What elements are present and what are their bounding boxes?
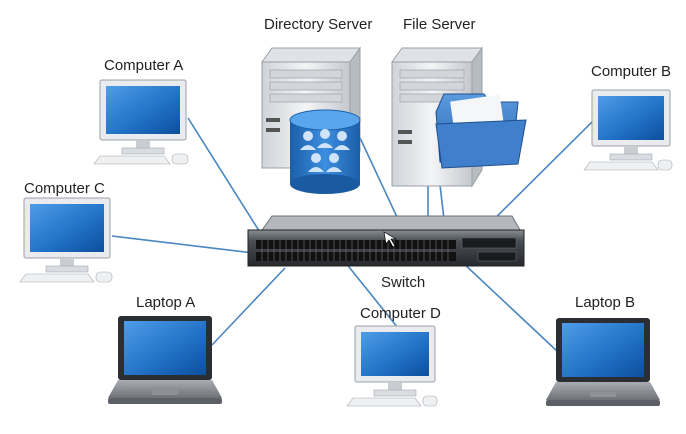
user-directory-icon [289, 109, 361, 194]
computer-a-label: Computer A [104, 57, 184, 74]
switch-label: Switch [381, 274, 426, 291]
file-server-icon[interactable] [391, 46, 527, 188]
folder-icon [435, 93, 527, 169]
computer-c-icon[interactable] [19, 197, 113, 283]
switch-port-dividers [261, 240, 449, 261]
computer-d-icon[interactable] [346, 325, 438, 407]
cable-laptop-b [461, 261, 559, 353]
directory-server-label: Directory Server [264, 16, 373, 33]
switch-ports [256, 240, 456, 261]
cable-computer-d [344, 261, 399, 329]
computer-c-label: Computer C [24, 180, 105, 197]
mouse-cursor-icon [383, 231, 398, 248]
file-server-label: File Server [403, 16, 476, 33]
network-switch-icon[interactable] [247, 215, 525, 267]
laptop-b-icon[interactable] [546, 318, 660, 406]
cable-computer-c [111, 235, 263, 255]
cable-computer-a [187, 117, 269, 246]
directory-server-icon[interactable] [261, 46, 361, 194]
computer-a-icon[interactable] [93, 79, 189, 165]
laptop-b-label: Laptop B [575, 294, 636, 311]
cable-laptop-a [211, 267, 286, 346]
computer-d-label: Computer D [360, 305, 441, 322]
laptop-a-label: Laptop A [136, 294, 196, 311]
computer-b-icon[interactable] [583, 89, 673, 171]
laptop-a-icon[interactable] [108, 316, 222, 404]
computer-b-label: Computer B [591, 63, 672, 80]
